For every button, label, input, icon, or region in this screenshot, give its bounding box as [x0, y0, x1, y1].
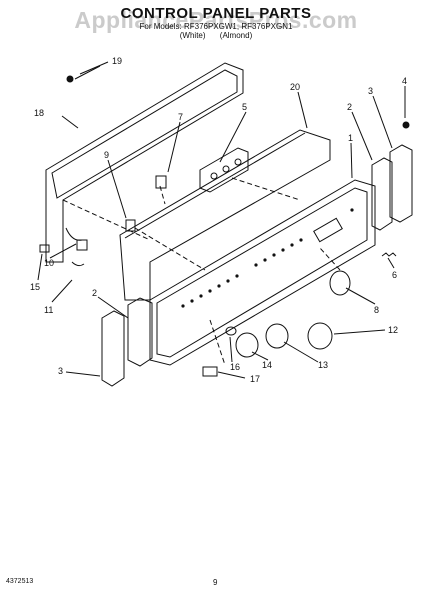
callout-6: 6 — [392, 270, 397, 280]
panel-buttons — [181, 208, 354, 308]
ignitor-switch-parts — [202, 326, 237, 377]
callout-2-left: 2 — [92, 288, 97, 298]
right-endcap-part — [371, 144, 413, 231]
callout-2-right: 2 — [347, 102, 352, 112]
callout-17: 17 — [250, 374, 260, 384]
control-panel-part — [149, 179, 376, 366]
backguard-part — [119, 129, 331, 301]
diagram-header: CONTROL PANEL PARTS For Models: RF376PXG… — [0, 6, 432, 40]
color-variants: (White) (Almond) — [0, 32, 432, 40]
small-switch-parts — [39, 227, 88, 267]
spring-part — [381, 252, 397, 257]
switch-plate-part — [199, 147, 249, 193]
page-title: CONTROL PANEL PARTS — [120, 5, 312, 22]
callout-19: 19 — [112, 56, 122, 66]
callout-14: 14 — [262, 360, 272, 370]
callout-3-right: 3 — [368, 86, 373, 96]
callout-4: 4 — [402, 76, 407, 86]
callout-labels: 19 18 7 5 20 4 2 3 9 1 6 15 10 11 8 2 12… — [30, 56, 407, 384]
callout-7: 7 — [178, 112, 183, 122]
bracket-part — [155, 175, 167, 189]
callout-18: 18 — [34, 108, 44, 118]
callout-16: 16 — [230, 362, 240, 372]
screw-part — [66, 65, 101, 83]
color-almond: (Almond) — [219, 31, 253, 40]
callout-3-left: 3 — [58, 366, 63, 376]
callout-20: 20 — [290, 82, 300, 92]
callout-5: 5 — [242, 102, 247, 112]
rear-panel-part — [45, 62, 244, 263]
part-number: 4372513 — [6, 578, 34, 585]
callout-13: 13 — [318, 360, 328, 370]
callout-8: 8 — [374, 305, 379, 315]
callout-1: 1 — [348, 133, 353, 143]
page-number: 9 — [213, 578, 218, 587]
callout-arrows — [37, 61, 406, 379]
callout-10: 10 — [44, 258, 54, 268]
callout-11: 11 — [44, 305, 53, 315]
callout-9: 9 — [104, 150, 109, 160]
screw-part-4 — [402, 121, 410, 129]
left-endcap-part — [101, 297, 153, 387]
color-white: (White) — [179, 31, 206, 40]
callout-15: 15 — [30, 282, 40, 292]
callout-12: 12 — [388, 325, 398, 335]
assembly-lines — [62, 177, 341, 366]
knob-parts — [235, 270, 351, 358]
model-numbers: For Models: RF376PXGW1, RF376PXGN1 — [139, 22, 293, 31]
